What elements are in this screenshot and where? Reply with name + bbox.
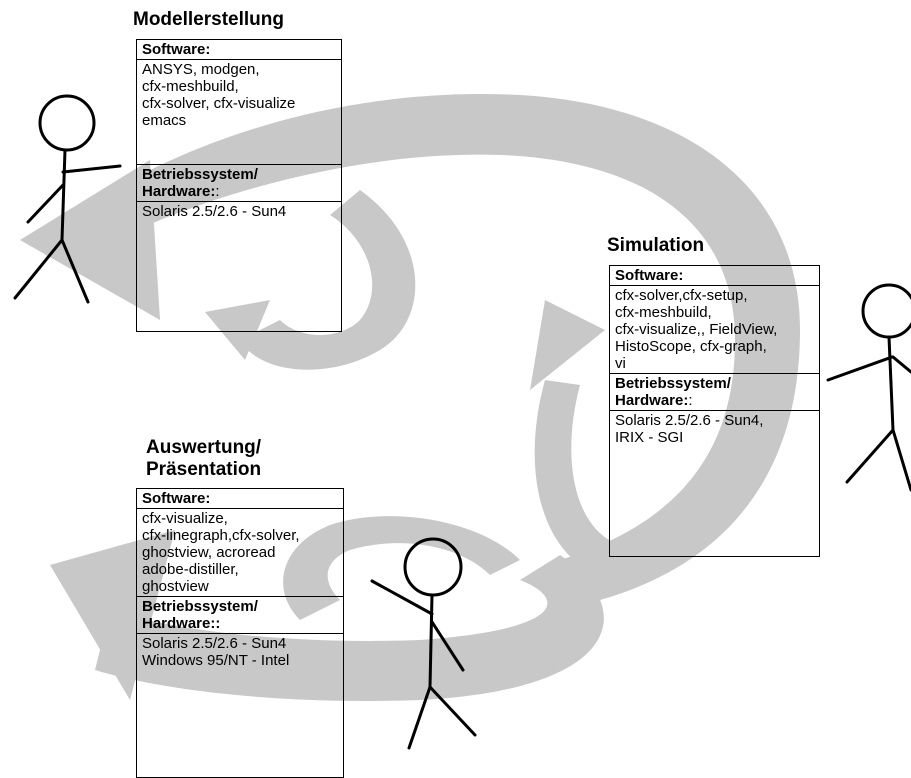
arrow-bottom-arc [95,555,604,701]
os-label: Betriebssystem/ Hardware:: [137,597,343,634]
title-auswertung: Auswertung/ Präsentation [146,437,262,480]
os-value: Solaris 2.5/2.6 - Sun4 [142,203,287,220]
stick-figure-simulation [826,283,911,492]
arrow-inner-loop [240,190,416,370]
software-list: cfx-visualize, cfx-linegraph,cfx-solver,… [137,509,343,597]
info-box-simulation: Software: cfx-solver,cfx-setup, cfx-mesh… [609,265,820,557]
os-label: Betriebssystem/ Hardware:: [137,165,341,202]
title-modellerstellung: Modellerstellung [133,9,284,30]
software-label: Software: [610,266,819,286]
arrow-head-bottom-left [50,530,175,700]
arrow-right-loop [534,380,620,580]
arrow-head-inner [205,300,270,360]
software-list: cfx-solver,cfx-setup, cfx-meshbuild, cfx… [610,286,819,374]
software-label: Software: [137,489,343,509]
arrow-lower-inner [283,516,520,620]
software-label: Software: [137,40,341,60]
info-box-modellerstellung: Software: ANSYS, modgen, cfx-meshbuild, … [136,39,342,332]
arrow-head-left [20,160,160,320]
info-box-auswertung: Software: cfx-visualize, cfx-linegraph,c… [136,488,344,778]
stick-figure-auswertung [370,537,477,750]
os-label: Betriebssystem/ Hardware:: [610,374,819,411]
software-list: ANSYS, modgen, cfx-meshbuild, cfx-solver… [137,60,341,165]
stick-figure-modellerstellung [13,94,122,304]
os-value: Solaris 2.5/2.6 - Sun4 Windows 95/NT - I… [142,635,290,669]
os-value: Solaris 2.5/2.6 - Sun4, IRIX - SGI [615,412,764,446]
title-simulation: Simulation [607,235,705,256]
arrow-head-right [530,300,605,390]
